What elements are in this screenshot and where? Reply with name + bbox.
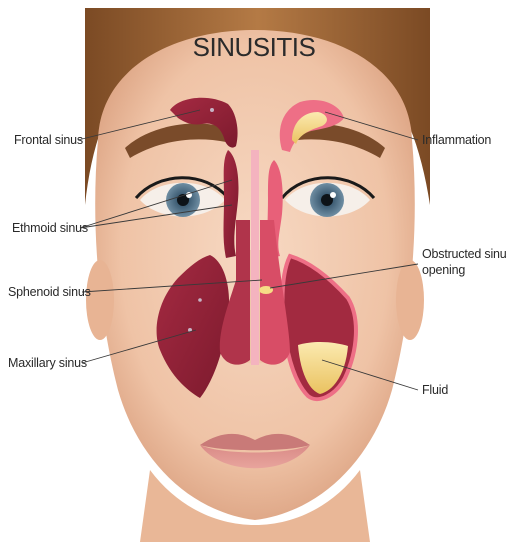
label-maxillary-sinus: Maxillary sinus bbox=[8, 356, 87, 370]
label-frontal-sinus: Frontal sinus bbox=[14, 133, 83, 147]
label-ethmoid-sinus: Ethmoid sinus bbox=[12, 221, 88, 235]
label-obstructed-opening: opening bbox=[422, 263, 465, 277]
label-fluid: Fluid bbox=[422, 383, 448, 397]
diagram-title: SINUSITIS bbox=[193, 32, 316, 62]
label-inflammation: Inflammation bbox=[422, 133, 491, 147]
label-sphenoid-sinus: Sphenoid sinus bbox=[8, 285, 91, 299]
label-obstructed-sinus: Obstructed sinus bbox=[422, 247, 507, 261]
